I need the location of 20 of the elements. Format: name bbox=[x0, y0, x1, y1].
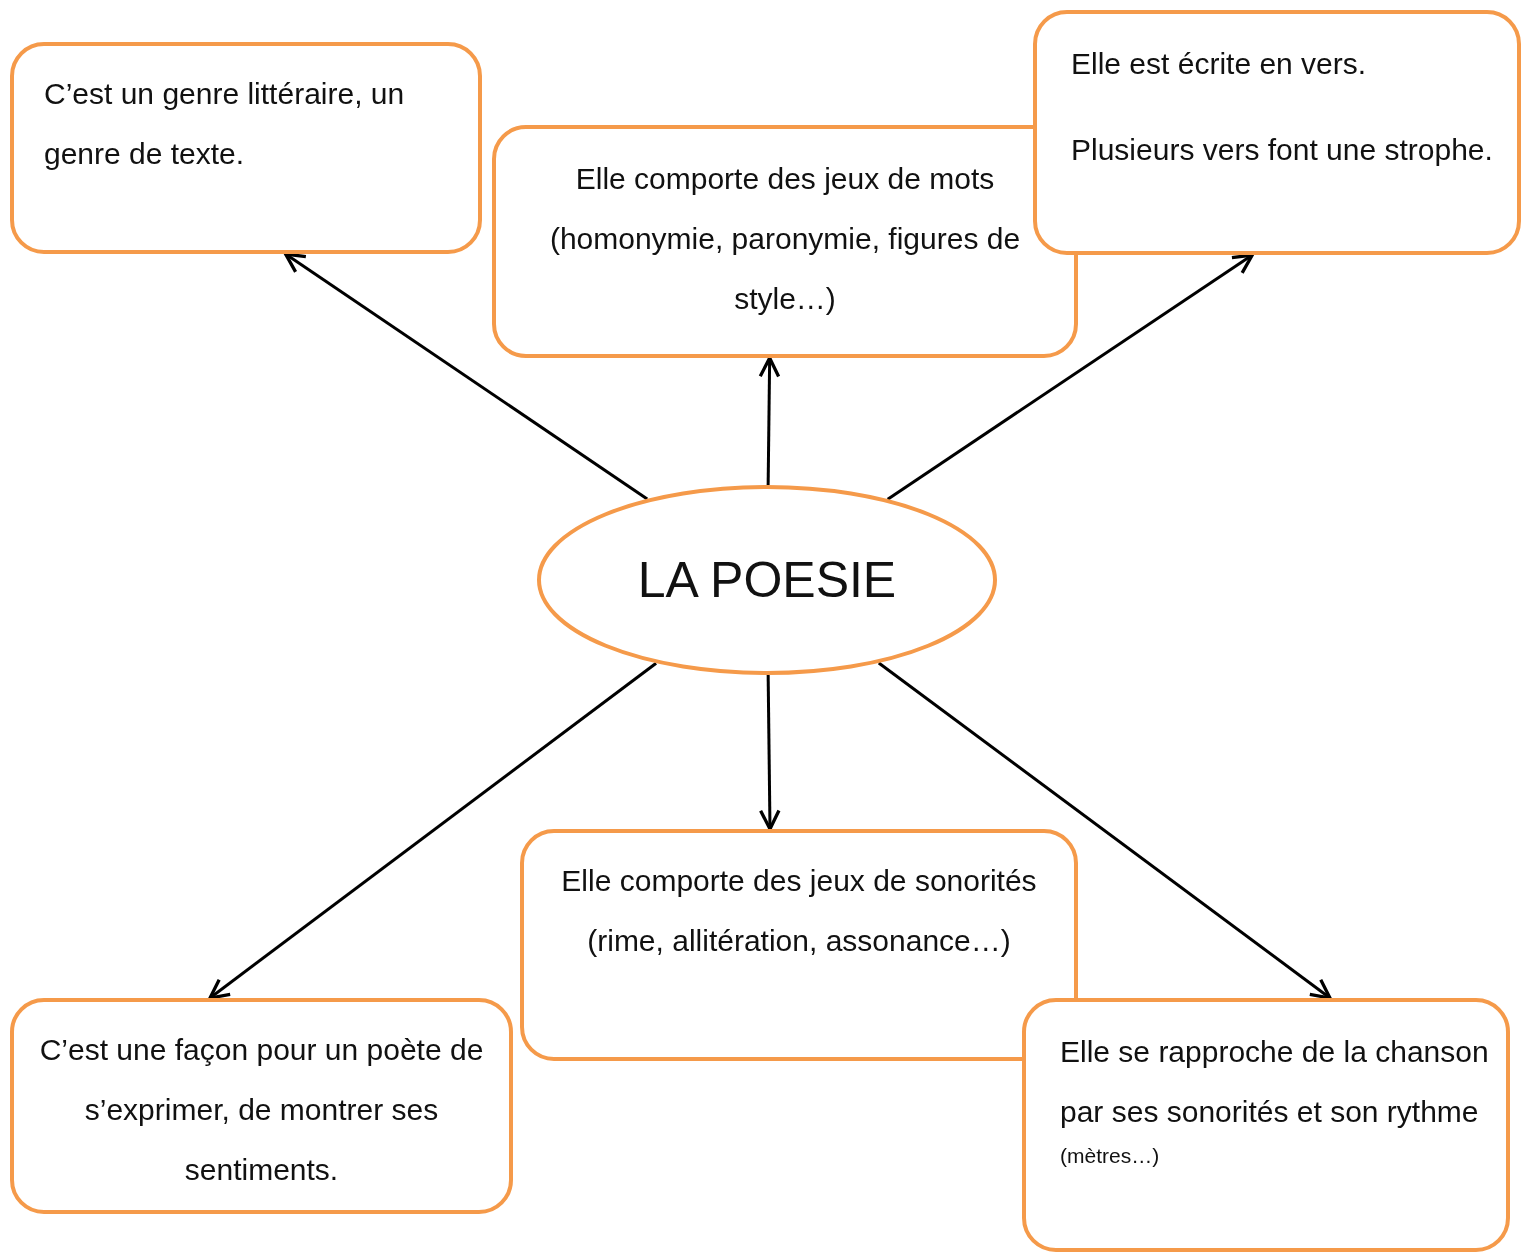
rounded-box bbox=[10, 42, 482, 254]
node-text: (mètres…) bbox=[1060, 1143, 1161, 1169]
arrow bbox=[758, 356, 781, 486]
node-text: LA POESIE bbox=[637, 551, 897, 610]
rounded-box bbox=[1022, 998, 1510, 1252]
node-text: C’est une façon pour un poète de s’exprimer, de montrer ses sentiments. bbox=[38, 1032, 485, 1188]
rounded-box bbox=[10, 998, 513, 1214]
node-text: C’est un genre littéraire, un genre de texte. bbox=[44, 76, 406, 172]
arrow bbox=[758, 675, 781, 831]
node-text: Elle se rapproche de la chanson par ses sonorités et son rythme bbox=[1060, 1034, 1490, 1130]
rounded-box bbox=[1033, 10, 1521, 255]
arrow bbox=[208, 662, 657, 1000]
node-text: Elle est écrite en vers. bbox=[1071, 46, 1368, 82]
ellipse-node bbox=[537, 485, 997, 675]
arrow bbox=[877, 661, 1332, 1000]
node-text: Plusieurs vers font une strophe. bbox=[1071, 132, 1494, 168]
node-text: Elle comporte des jeux de mots (homonymie, paronymie, figures de style…) bbox=[548, 161, 1022, 317]
arrow bbox=[886, 253, 1254, 501]
node-text: Elle comporte des jeux de sonorités (rime, allitération, assonance…) bbox=[560, 863, 1038, 959]
arrow bbox=[283, 252, 649, 501]
